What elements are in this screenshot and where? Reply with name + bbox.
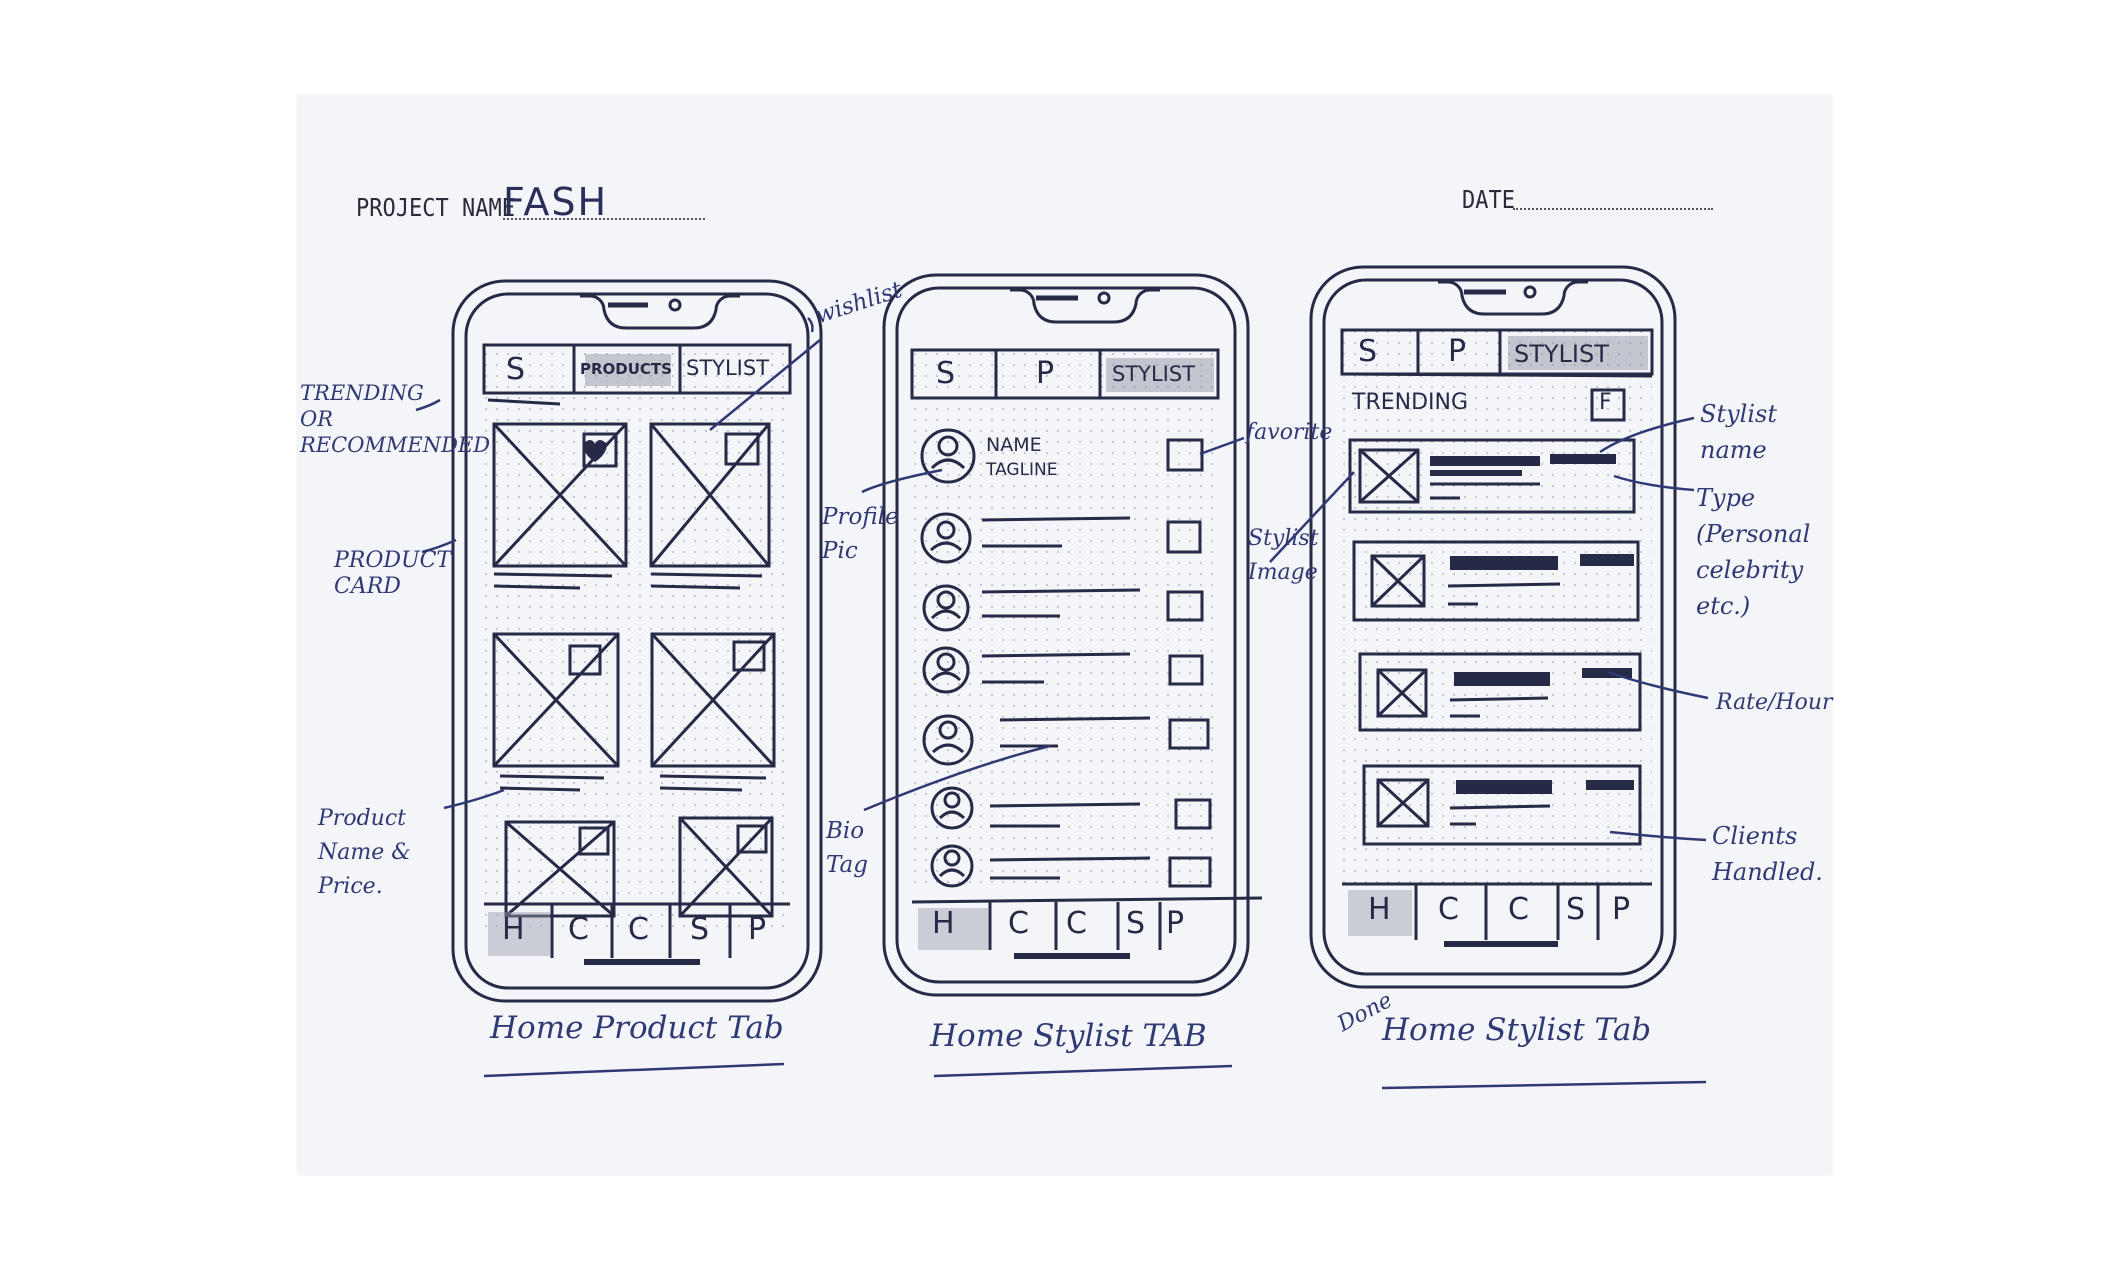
filter-icon[interactable]: F [1599,390,1612,415]
phone2-tab-p[interactable]: P [1036,356,1054,391]
phone1-nav-c1[interactable]: C [568,912,589,947]
phone1-tab-stylist[interactable]: STYLIST [686,356,769,380]
stylist-row-name: NAME [986,434,1042,456]
phone1-caption: Home Product Tab [490,1010,784,1046]
phone3-nav-s[interactable]: S [1566,892,1585,927]
annotation-favorite: favorite [1246,420,1332,445]
phone2-nav-p[interactable]: P [1166,906,1184,941]
annotation-type: Type (Personal celebrity etc.) [1696,480,1816,624]
phone1-nav-p[interactable]: P [748,912,766,947]
phone3-nav-p[interactable]: P [1612,892,1630,927]
phone1-nav-c2[interactable]: C [628,912,649,947]
phone3-nav-c2[interactable]: C [1508,892,1529,927]
annotation-rate-hour: Rate/Hour [1716,690,1833,715]
trending-heading: TRENDING [1352,390,1468,415]
phone3-tab-stylist[interactable]: STYLIST [1514,340,1609,368]
phone2-nav-s[interactable]: S [1126,906,1145,941]
phone2-caption: Home Stylist TAB [930,1018,1207,1054]
annotation-stylist-name: Stylist name [1700,396,1800,468]
phone3-nav-home[interactable]: H [1368,892,1391,927]
phone1-nav-s[interactable]: S [690,912,709,947]
annotation-bio-tag: Bio Tag [826,814,886,882]
phone3-tab-s[interactable]: S [1358,334,1377,369]
phone2-nav-c2[interactable]: C [1066,906,1087,941]
annotation-profile-pic: Profile Pic [822,500,882,568]
phone2-tab-s[interactable]: S [936,356,955,391]
phone3-nav-c1[interactable]: C [1438,892,1459,927]
annotation-clients-handled: Clients Handled. [1712,818,1822,890]
project-name-label: PROJECT NAME [356,194,515,223]
annotation-trending: TRENDING OR RECOMMENDED [300,380,460,458]
phone3-caption: Home Stylist Tab [1382,1012,1651,1048]
phone1-tab-products[interactable]: PRODUCTS [580,360,672,378]
annotation-stylist-image: Stylist Image [1248,522,1318,590]
annotation-product-name: Product Name & Price. [318,802,448,904]
phone2-nav-home[interactable]: H [932,906,955,941]
phone2-tab-stylist[interactable]: STYLIST [1112,362,1195,386]
phone2-nav-c1[interactable]: C [1008,906,1029,941]
phone1-nav-home[interactable]: H [502,912,525,947]
project-name-line [503,218,705,220]
annotation-product-card: PRODUCT CARD [334,548,444,600]
phone1-tab-s[interactable]: S [506,352,525,387]
date-line [1513,208,1713,210]
stylist-row-tagline: TAGLINE [986,460,1058,480]
phone3-tab-p[interactable]: P [1448,334,1466,369]
date-label: DATE [1462,186,1515,215]
